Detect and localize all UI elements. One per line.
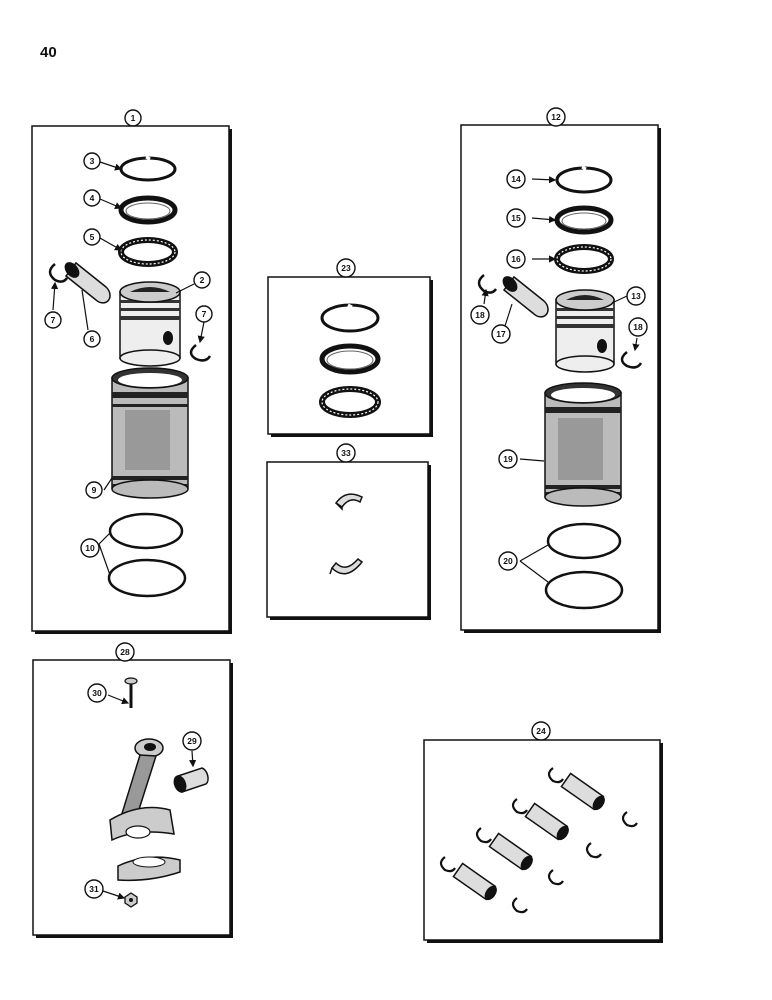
callout-4: 4 [83,189,101,207]
kit-box-33 [266,461,431,620]
callout-6: 6 [83,330,101,348]
callout-12-label: 12 [551,112,561,122]
piston-ring-4 [118,195,178,225]
callout-18-right-label: 18 [633,322,643,332]
kit-box-28 [32,659,233,938]
callout-10: 10 [80,538,100,558]
callout-13-label: 13 [631,291,641,301]
callout-15: 15 [506,208,526,228]
callout-10-label: 10 [85,543,95,553]
callout-1-label: 1 [131,113,136,123]
o-ring-20-upper [546,522,622,560]
retaining-rings-24 [439,767,638,914]
callout-24: 24 [531,721,551,741]
callout-14-label: 14 [511,174,521,184]
callout-12: 12 [546,107,566,127]
callout-6-label: 6 [90,334,95,344]
callout-16: 16 [506,249,526,269]
retaining-ring-18-right [620,351,643,369]
callout-9-label: 9 [92,485,97,495]
piston-pin-17 [502,275,549,318]
kit-box-24 [423,739,663,943]
callout-19: 19 [498,449,518,469]
ring-set-23-middle [319,343,381,375]
connecting-rod [109,738,175,842]
retaining-ring-7-right [189,344,212,362]
callout-30-label: 30 [92,688,102,698]
callout-30: 30 [87,683,107,703]
piston-ring-14 [555,165,613,194]
callout-29: 29 [182,731,202,751]
piston-pin-6 [64,261,111,304]
page-number: 40 [40,44,57,61]
retaining-ring-7-left [48,263,69,283]
o-ring-20-lower [544,570,624,610]
callout-17: 17 [491,324,511,344]
callout-23-label: 23 [341,263,351,273]
callout-28-label: 28 [120,647,130,657]
callout-3-label: 3 [90,156,95,166]
callout-18-right: 18 [628,317,648,337]
cylinder-sleeve-19 [544,382,622,507]
callout-1: 1 [124,109,142,127]
o-ring-10-lower [107,558,187,598]
callout-18-left-label: 18 [475,310,485,320]
nut-31 [124,892,138,908]
callout-7-left: 7 [44,311,62,329]
callout-17-label: 17 [496,329,506,339]
callout-18-left: 18 [470,305,490,325]
callout-24-label: 24 [536,726,546,736]
kit-box-12 [460,124,661,633]
callout-15-label: 15 [511,213,521,223]
callout-20: 20 [498,551,518,571]
callout-9: 9 [85,481,103,499]
ring-set-23-top [320,303,380,333]
callout-33: 33 [336,443,356,463]
rod-bolt-30 [124,677,138,708]
piston-pins-24 [452,772,605,901]
callout-14: 14 [506,169,526,189]
callout-16-label: 16 [511,254,521,264]
bearing-33-upper [334,493,363,511]
piston-ring-5 [118,237,178,267]
piston-13 [555,289,615,373]
cylinder-sleeve-9 [111,367,189,499]
leader-lines [50,161,640,900]
callout-2: 2 [193,271,211,289]
piston-ring-16 [554,244,614,274]
callout-3: 3 [83,152,101,170]
bushing-29 [173,767,209,793]
callout-7-right: 7 [195,305,213,323]
callout-29-label: 29 [187,736,197,746]
callout-2-label: 2 [200,275,205,285]
callout-7-right-label: 7 [202,309,207,319]
callout-20-label: 20 [503,556,513,566]
callout-7-left-label: 7 [51,315,56,325]
callout-19-label: 19 [503,454,513,464]
callout-23: 23 [336,258,356,278]
bearing-33-lower [329,557,364,575]
kit-box-23 [267,276,433,437]
callout-4-label: 4 [90,193,95,203]
callout-33-label: 33 [341,448,351,458]
callout-13: 13 [626,286,646,306]
callout-5-label: 5 [90,232,95,242]
callout-31-label: 31 [89,884,99,894]
piston-ring-15 [554,205,614,235]
callout-28: 28 [115,642,135,662]
callout-5: 5 [83,228,101,246]
callout-31: 31 [84,879,104,899]
rod-cap [117,856,181,882]
ring-set-23-bottom [319,386,381,418]
o-ring-10-upper [108,512,184,550]
piston-2 [119,281,181,367]
